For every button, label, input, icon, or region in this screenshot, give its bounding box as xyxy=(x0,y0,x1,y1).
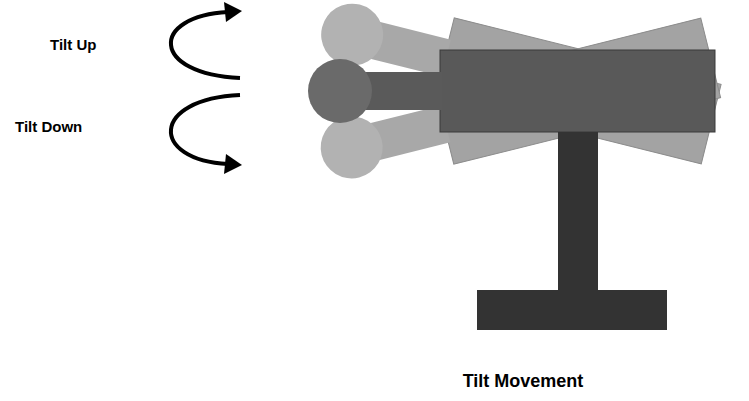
direction-label: Tilt Down xyxy=(15,118,82,135)
caption: Tilt Movement xyxy=(463,371,584,392)
stand-post xyxy=(558,132,598,294)
camera-ghost-down xyxy=(312,18,721,195)
stand-base xyxy=(477,290,667,330)
tilt-up-arrow xyxy=(171,2,242,78)
tilt-down-arrow xyxy=(171,95,242,174)
direction-label: Tilt Up xyxy=(50,36,96,53)
camera xyxy=(308,50,715,132)
